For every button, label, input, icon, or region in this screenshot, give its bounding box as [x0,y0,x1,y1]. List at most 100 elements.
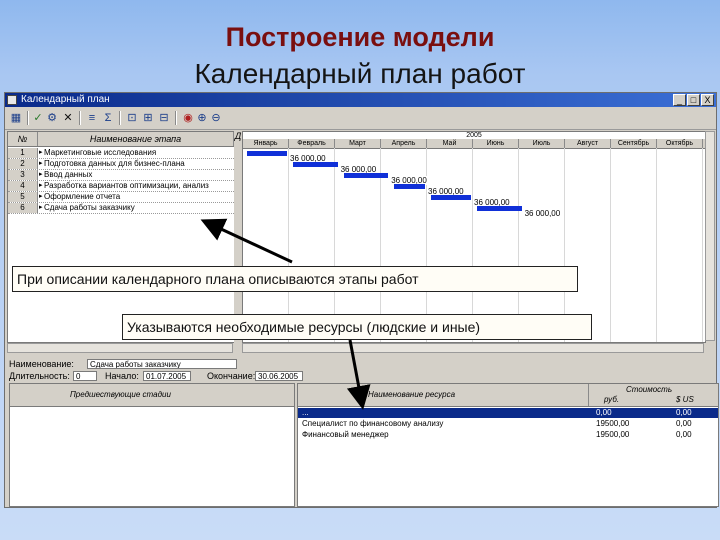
predecessor-stages-title: Предшествующие стадии [70,390,171,399]
gantt-bar[interactable] [247,151,287,156]
stage-row-number: 6 [8,203,38,213]
expand-icon[interactable]: ▸ [39,193,43,200]
expand-icon[interactable]: ▸ [39,204,43,211]
calendar-plan-window: Календарный план _ □ X ▦ ✓ ⚙ ✕ ≡ Σ ⊡ ⊞ ⊟… [4,92,719,508]
zoom-out-icon[interactable]: ⊖ [211,112,221,124]
resource-cost-rub: 19500,00 [596,419,630,428]
stage-name-field[interactable]: Сдача работы заказчику [87,359,237,369]
window-titlebar[interactable]: Календарный план _ □ X [5,93,716,107]
stage-row[interactable]: 4▸Разработка вариантов оптимизации, анал… [8,181,234,192]
gantt-bar[interactable] [477,206,522,211]
gantt-month-label: Январь [243,139,289,148]
gantt-month-label: Октябрь [657,139,703,148]
check-icon[interactable]: ✓ [33,112,43,124]
tree-icon[interactable]: ⊟ [159,112,169,124]
toolbar-separator [175,111,177,125]
toolbar-separator [79,111,81,125]
stage-row-name: Подготовка данных для бизнес-плана [44,159,185,168]
predecessor-stages-table: Предшествующие стадии [9,383,295,507]
stage-row-number: 3 [8,170,38,180]
gantt-gridline [702,148,703,342]
stage-row[interactable]: 3▸Ввод данных [8,170,234,181]
stage-grid-header: № Наименование этапа [8,132,234,147]
maximize-button[interactable]: □ [687,94,700,106]
expand-icon[interactable]: ▸ [39,160,43,167]
header-divider [588,384,589,406]
column-header-rub[interactable]: руб. [604,395,620,404]
gantt-month-label: Апрель [381,139,427,148]
resource-cost-usd: 0,00 [676,419,692,428]
start-label: Начало: [105,371,139,381]
slide-subtitle: Календарный план работ [194,58,526,89]
stage-details-pane: Наименование: Сдача работы заказчику Дли… [7,357,719,507]
stage-row[interactable]: 5▸Оформление отчета [8,192,234,203]
gantt-bar[interactable] [343,173,389,178]
resource-cost-usd: 0,00 [676,408,692,417]
stage-row-name: Оформление отчета [44,192,121,201]
duration-field[interactable]: 0 [73,371,97,381]
list-icon[interactable]: ≡ [88,112,96,124]
gantt-month-label: Август [565,139,611,148]
gantt-month-label: Июнь [473,139,519,148]
end-date-field[interactable]: 30.06.2005 [255,371,303,381]
gantt-hscrollbar[interactable] [242,343,704,353]
column-header-number[interactable]: № [8,132,38,146]
resource-cost-rub: 0,00 [596,408,612,417]
expand-icon[interactable]: ▸ [39,149,43,156]
gantt-month-label: Сентябрь [611,139,657,148]
stage-grid-hscrollbar[interactable] [7,343,233,353]
resources-table-header: Наименование ресурса Стоимость руб. $ US [298,384,718,407]
gantt-gridline [380,148,381,342]
gantt-month-label: Март [335,139,381,148]
resources-table: Наименование ресурса Стоимость руб. $ US… [297,383,719,507]
window-title: Календарный план [21,94,110,105]
start-date-field[interactable]: 01.07.2005 [143,371,191,381]
stage-row-number: 5 [8,192,38,202]
gantt-bar-label: 36 000,00 [473,198,511,207]
column-header-usd[interactable]: $ US [676,395,694,404]
stage-row[interactable]: 2▸Подготовка данных для бизнес-плана [8,159,234,170]
gantt-bar-label: 36 000,00 [390,176,428,185]
zoom-icon[interactable]: ◉ [183,112,193,124]
close-window-button[interactable]: X [701,94,714,106]
name-label: Наименование: [9,359,74,369]
gantt-bar-label: 36 000,00 [339,165,378,174]
gantt-gridline [334,148,335,342]
tree-icon[interactable]: ⊞ [143,112,153,124]
select-icon[interactable]: ⊡ [127,112,137,124]
gantt-bar[interactable] [431,195,471,200]
gantt-gridline [518,148,519,342]
resource-cost-rub: 19500,00 [596,430,630,439]
sigma-icon[interactable]: Σ [104,112,112,124]
column-header-cost[interactable]: Стоимость [626,385,673,394]
stage-row-name: Разработка вариантов оптимизации, анализ [44,181,209,190]
column-header-resource-name[interactable]: Наименование ресурса [368,390,456,399]
minimize-button[interactable]: _ [673,94,686,106]
stage-row[interactable]: 1▸Маркетинговые исследования [8,148,234,159]
zoom-in-icon[interactable]: ⊕ [197,112,207,124]
column-header-stage-name[interactable]: Наименование этапа [38,132,234,146]
gantt-month-label: Февраль [289,139,335,148]
gantt-gridline [564,148,565,342]
gantt-gridline [656,148,657,342]
gantt-bar[interactable] [394,184,425,189]
gantt-bar[interactable] [293,162,338,167]
stage-row[interactable]: 6▸Сдача работы заказчику [8,203,234,214]
settings-icon[interactable]: ⚙ [47,112,57,124]
expand-icon[interactable]: ▸ [39,182,43,189]
stage-grid: № Наименование этапа 1▸Маркетинговые исс… [7,131,235,343]
resource-cost-usd: 0,00 [676,430,692,439]
gantt-month-label: Май [427,139,473,148]
expand-icon[interactable]: ▸ [39,171,43,178]
close-icon[interactable]: ✕ [63,112,73,124]
toolbar-separator [119,111,121,125]
gantt-year: 2005 [466,132,482,139]
grid-icon[interactable]: ▦ [10,112,22,124]
callout-stages: При описании календарного плана описываю… [12,266,578,292]
gantt-vscrollbar[interactable] [705,131,715,341]
